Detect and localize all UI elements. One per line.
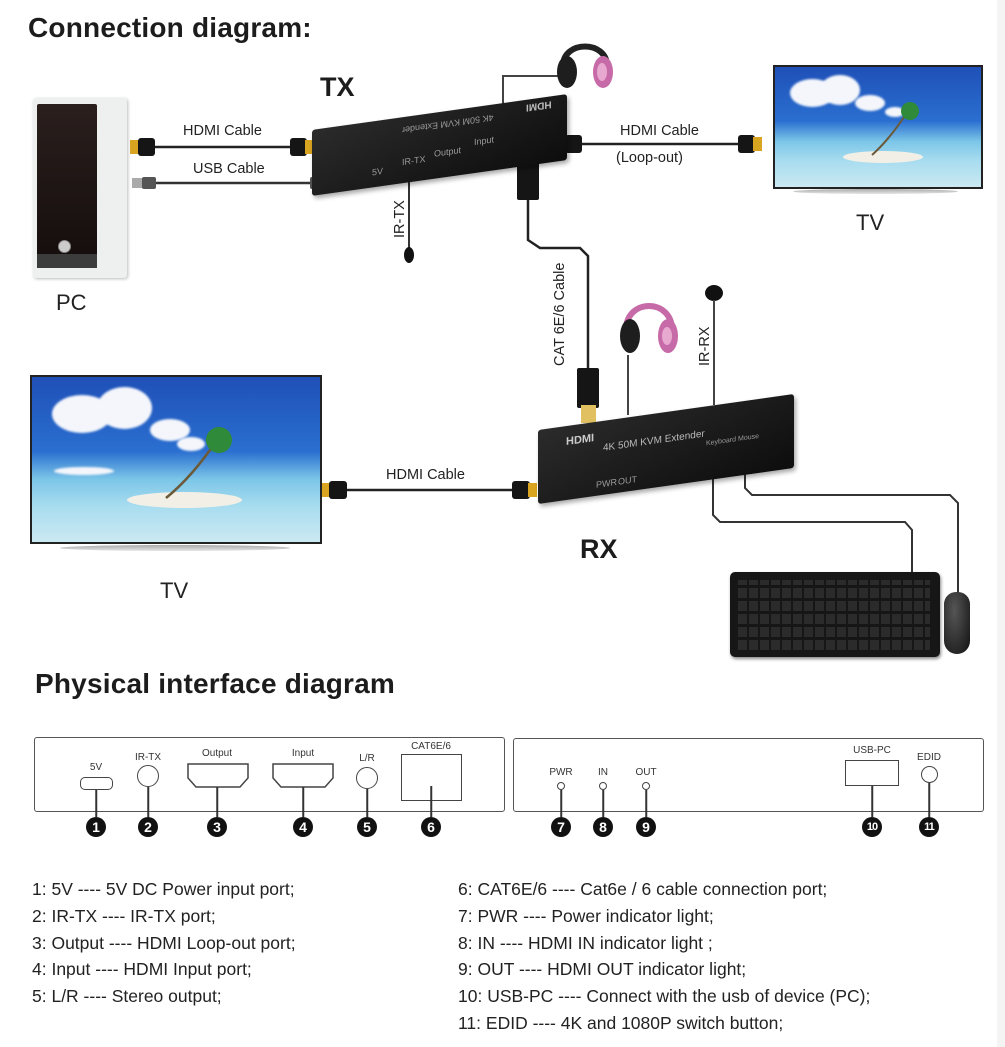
legend-right: 6: CAT6E/6 ---- Cat6e / 6 cable connecti… bbox=[458, 876, 870, 1037]
hdmi-plug-gold bbox=[130, 140, 140, 154]
rx-port-keyboard: Keyboard bbox=[706, 436, 736, 448]
rx-label: RX bbox=[580, 534, 618, 564]
mouse-cable bbox=[744, 470, 959, 595]
loop-hdmi-cable-label: HDMI Cable bbox=[620, 123, 699, 139]
rx-panel bbox=[513, 738, 984, 812]
pc-power-button bbox=[58, 240, 71, 253]
legend-item: 9: OUT ---- HDMI OUT indicator light; bbox=[458, 959, 747, 980]
panel-label-input: Input bbox=[291, 748, 315, 759]
port-output-hdmi-icon bbox=[187, 763, 249, 788]
ir-tx-sensor bbox=[404, 247, 414, 263]
connection-diagram-title: Connection diagram: bbox=[28, 12, 312, 43]
marker-9: 9 bbox=[636, 817, 656, 837]
port-lr-icon bbox=[356, 767, 378, 789]
headphones-icon bbox=[557, 43, 613, 88]
rx-port-out: OUT bbox=[618, 474, 637, 487]
marker-6: 6 bbox=[421, 817, 441, 837]
ir-rx-sensor bbox=[705, 285, 723, 301]
panel-label-pwr: PWR bbox=[549, 767, 573, 778]
legend-item: 10: USB-PC ---- Connect with the usb of … bbox=[458, 986, 871, 1007]
tv-bottom-label: TV bbox=[160, 578, 189, 603]
legend-item: 8: IN ---- HDMI IN indicator light ; bbox=[458, 932, 713, 953]
panel-label-out: OUT bbox=[635, 767, 657, 778]
legend-left: 1: 5V ---- 5V DC Power input port; 2: IR… bbox=[32, 876, 296, 1010]
marker-11: 11 bbox=[919, 817, 939, 837]
led-out-icon bbox=[642, 782, 650, 790]
tx-panel bbox=[34, 737, 505, 812]
page-edge bbox=[997, 0, 1005, 1047]
legend-item: 11: EDID ---- 4K and 1080P switch button… bbox=[458, 1012, 784, 1033]
tx-port-5v: 5V bbox=[372, 165, 384, 178]
ir-rx-label: IR-RX bbox=[697, 326, 713, 366]
marker-7: 7 bbox=[551, 817, 571, 837]
port-irtx-icon bbox=[137, 765, 159, 787]
marker-1: 1 bbox=[86, 817, 106, 837]
cat-cable-label: CAT 6E/6 Cable bbox=[552, 262, 568, 366]
keyboard bbox=[730, 572, 940, 657]
panel-label-usbpc: USB-PC bbox=[853, 745, 891, 756]
tx-label: TX bbox=[320, 72, 355, 102]
tv-top-screen bbox=[773, 65, 983, 189]
button-edid-icon bbox=[921, 766, 938, 783]
rx-port-mouse: Mouse bbox=[738, 432, 760, 443]
tv-bottom-screen bbox=[30, 375, 322, 544]
marker-2: 2 bbox=[138, 817, 158, 837]
rj45-plug-bottom bbox=[577, 368, 599, 408]
panel-label-5v: 5V bbox=[89, 762, 103, 773]
tx-device-logo: HDMI bbox=[526, 98, 552, 113]
rx-port-pwr: PWR bbox=[596, 476, 617, 490]
usb-plug-metal bbox=[132, 178, 144, 188]
pc-tower bbox=[33, 98, 127, 278]
panel-label-output: Output bbox=[201, 748, 233, 759]
usb-plug bbox=[142, 177, 156, 189]
mouse bbox=[944, 592, 970, 654]
rx-device-logo: HDMI bbox=[566, 432, 595, 449]
tx-port-input: Input bbox=[474, 134, 495, 148]
led-in-icon bbox=[599, 782, 607, 790]
tx-port-output: Output bbox=[434, 144, 462, 159]
pc-label: PC bbox=[56, 290, 87, 315]
marker-5: 5 bbox=[357, 817, 377, 837]
marker-10: 10 bbox=[862, 817, 882, 837]
keyboard-keys bbox=[738, 580, 930, 650]
tv-top-label: TV bbox=[856, 210, 885, 235]
pc-hdmi-cable-label: HDMI Cable bbox=[183, 123, 262, 139]
led-pwr-icon bbox=[557, 782, 565, 790]
panel-label-in: IN bbox=[598, 767, 608, 778]
hdmi-plug-gold bbox=[305, 140, 315, 154]
legend-item: 4: Input ---- HDMI Input port; bbox=[32, 959, 252, 980]
legend-item: 1: 5V ---- 5V DC Power input port; bbox=[32, 879, 295, 899]
panel-label-cat: CAT6E/6 bbox=[411, 741, 451, 752]
legend-item: 5: L/R ---- Stereo output; bbox=[32, 986, 222, 1007]
panel-label-irtx: IR-TX bbox=[134, 752, 162, 763]
pc-usb-cable-label: USB Cable bbox=[193, 161, 265, 177]
keyboard-cable bbox=[712, 470, 913, 575]
hdmi-plug bbox=[290, 138, 307, 156]
marker-8: 8 bbox=[593, 817, 613, 837]
tx-device-text: 4K 50M KVM Extender bbox=[402, 112, 494, 136]
cat-cable bbox=[526, 200, 590, 368]
pc-base bbox=[37, 254, 97, 268]
headphones-rx-icon bbox=[620, 303, 678, 353]
marker-3: 3 bbox=[207, 817, 227, 837]
tx-port-irtx: IR-TX bbox=[402, 153, 426, 168]
port-input-hdmi-icon bbox=[272, 763, 334, 788]
interface-diagram-title: Physical interface diagram bbox=[35, 668, 396, 699]
rx-hdmi-cable-label: HDMI Cable bbox=[386, 467, 465, 483]
legend-item: 2: IR-TX ---- IR-TX port; bbox=[32, 905, 216, 926]
legend-item: 7: PWR ---- Power indicator light; bbox=[458, 905, 714, 926]
panel-label-lr: L/R bbox=[359, 753, 375, 764]
marker-4: 4 bbox=[293, 817, 313, 837]
loop-out-note: (Loop-out) bbox=[616, 150, 683, 166]
ir-tx-label: IR-TX bbox=[392, 200, 408, 238]
hdmi-plug bbox=[138, 138, 155, 156]
panel-label-edid: EDID bbox=[917, 752, 941, 763]
rx-device-text: 4K 50M KVM Extender bbox=[603, 428, 705, 454]
port-5v-icon bbox=[80, 777, 113, 790]
tv-bottom bbox=[30, 375, 322, 555]
port-usbpc-icon bbox=[845, 760, 899, 786]
legend-item: 6: CAT6E/6 ---- Cat6e / 6 cable connecti… bbox=[458, 879, 828, 899]
tv-top bbox=[773, 65, 983, 194]
legend-item: 3: Output ---- HDMI Loop-out port; bbox=[32, 932, 296, 953]
